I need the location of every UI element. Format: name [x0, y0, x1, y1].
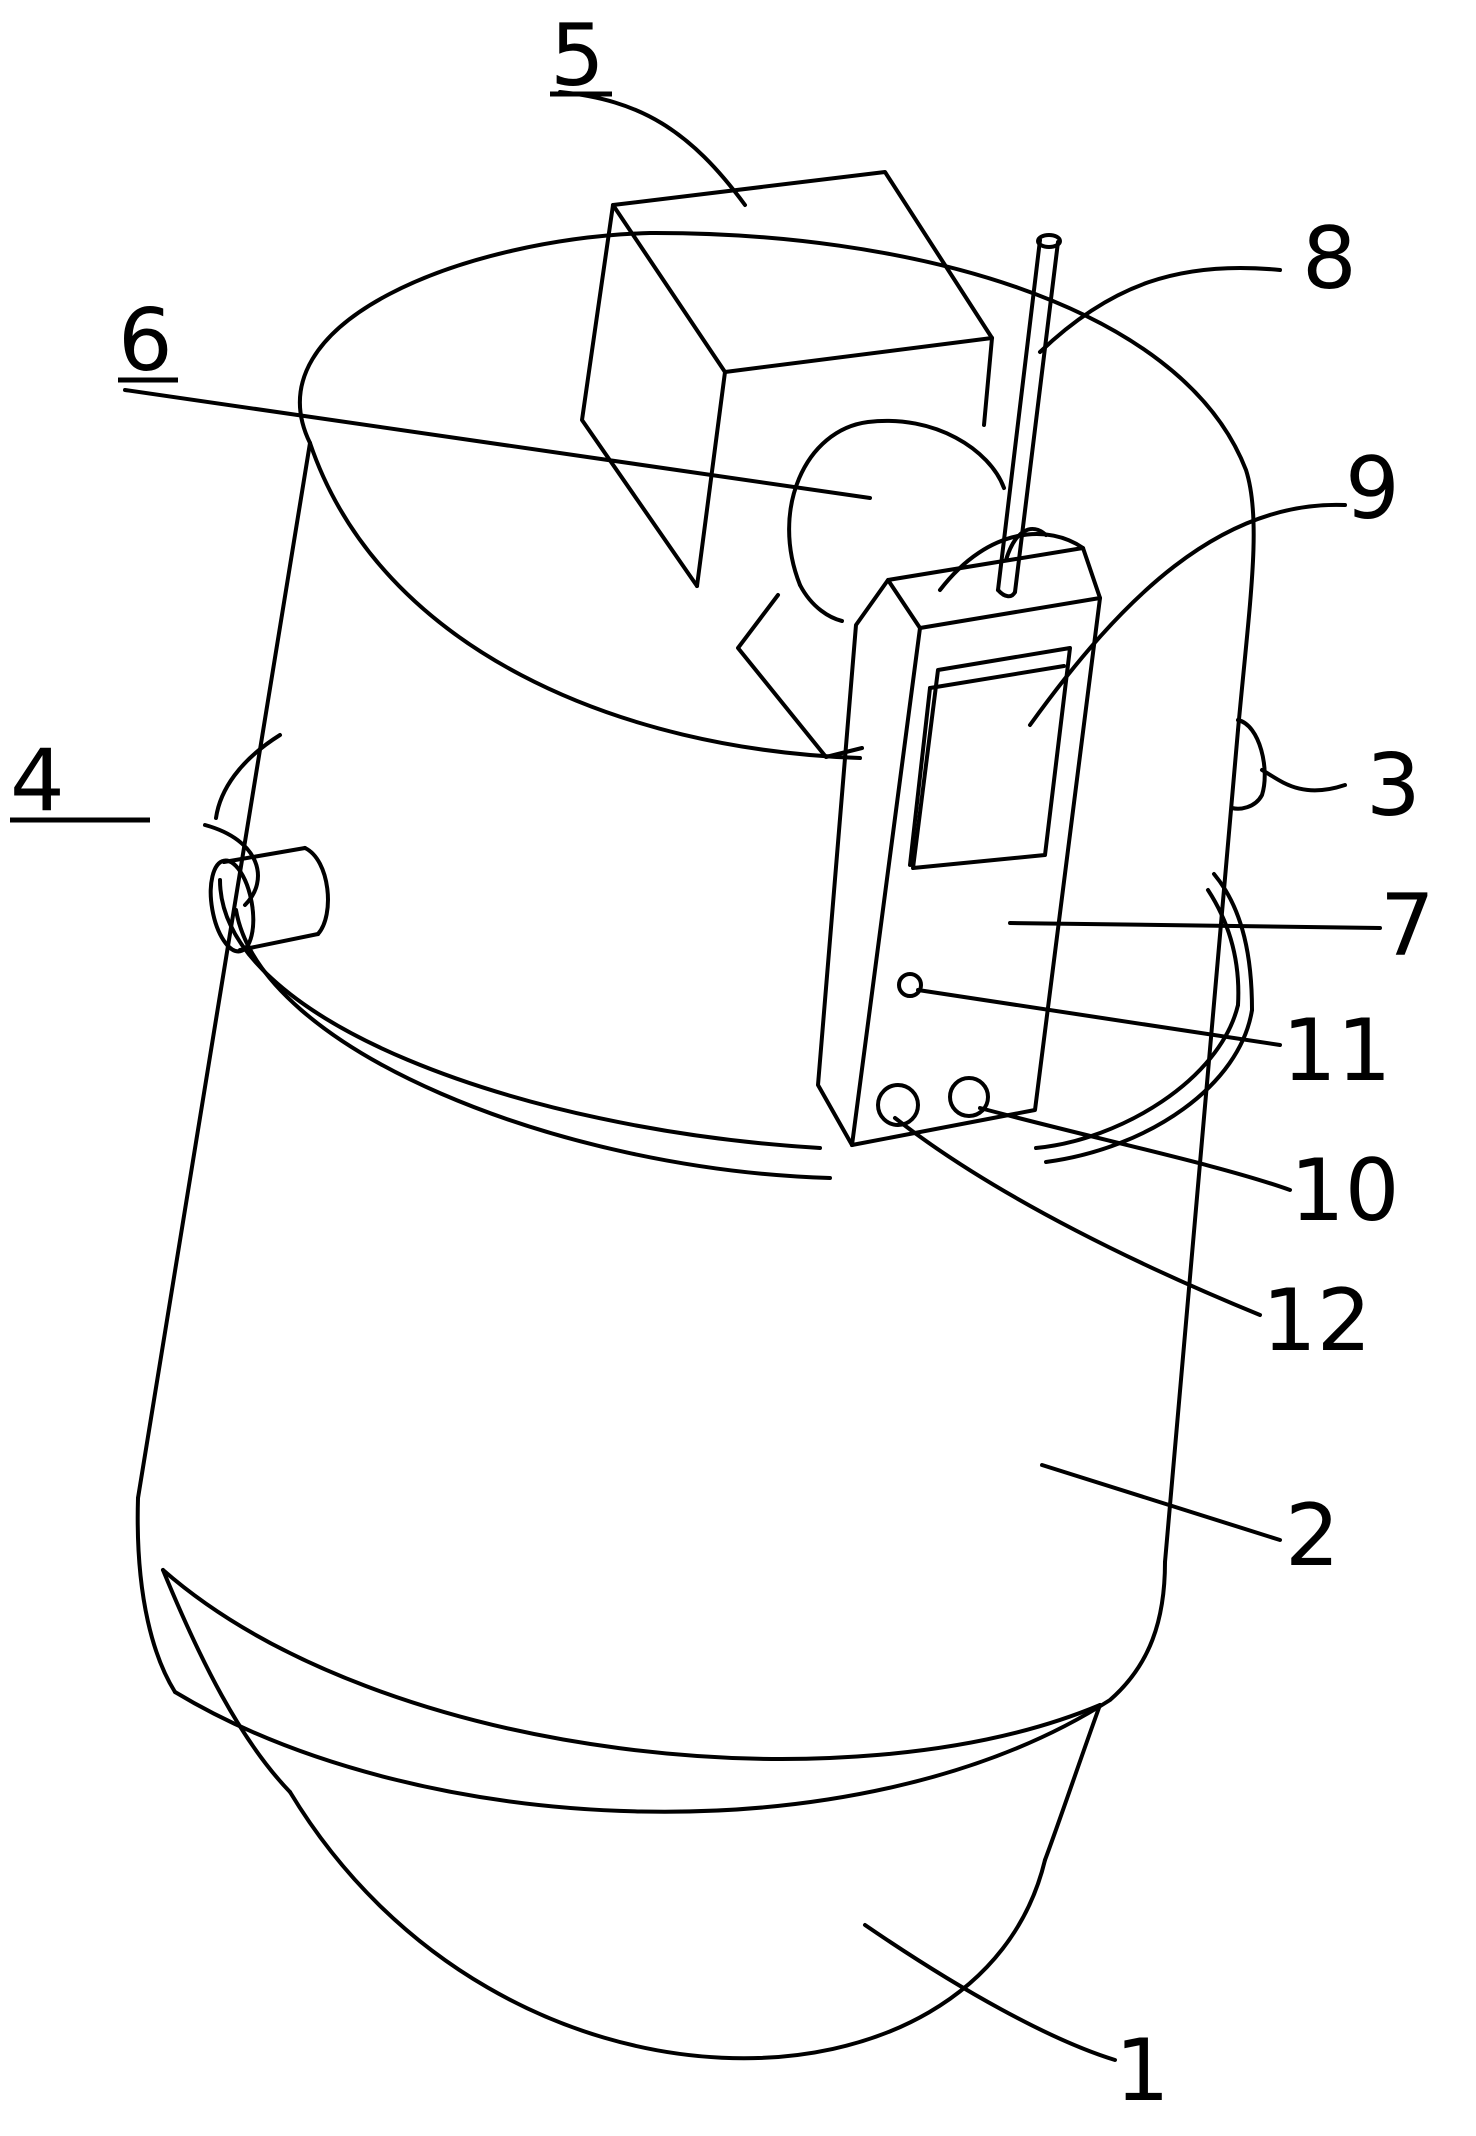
top-box: [580, 170, 994, 588]
control-unit: [816, 527, 1102, 1147]
display-screen: [908, 646, 1072, 870]
label-1: 1: [1115, 2021, 1170, 2121]
button-left: [876, 1083, 920, 1127]
base-cylinder: [161, 1568, 1102, 2061]
antenna: [996, 233, 1062, 599]
mid-flange-ring: [214, 733, 1254, 1180]
label-11: 11: [1282, 1001, 1391, 1101]
part-labels: 5 6 8 9 3 4 7 11 10 12 2 1: [10, 6, 1435, 2121]
label-9: 9: [1345, 439, 1400, 539]
label-4: 4: [10, 731, 65, 831]
label-12: 12: [1262, 1271, 1371, 1371]
label-8: 8: [1302, 209, 1357, 309]
right-nub: [1230, 718, 1267, 811]
label-6: 6: [118, 291, 173, 391]
button-right: [948, 1076, 990, 1118]
main-cylinder: [135, 230, 1256, 1814]
label-3: 3: [1366, 736, 1421, 836]
motor: [736, 418, 1006, 759]
label-7: 7: [1380, 876, 1435, 976]
label-10: 10: [1290, 1141, 1399, 1241]
indicator-light: [897, 972, 923, 998]
label-5: 5: [550, 6, 605, 106]
left-pipe: [208, 846, 330, 954]
label-2: 2: [1285, 1486, 1340, 1586]
